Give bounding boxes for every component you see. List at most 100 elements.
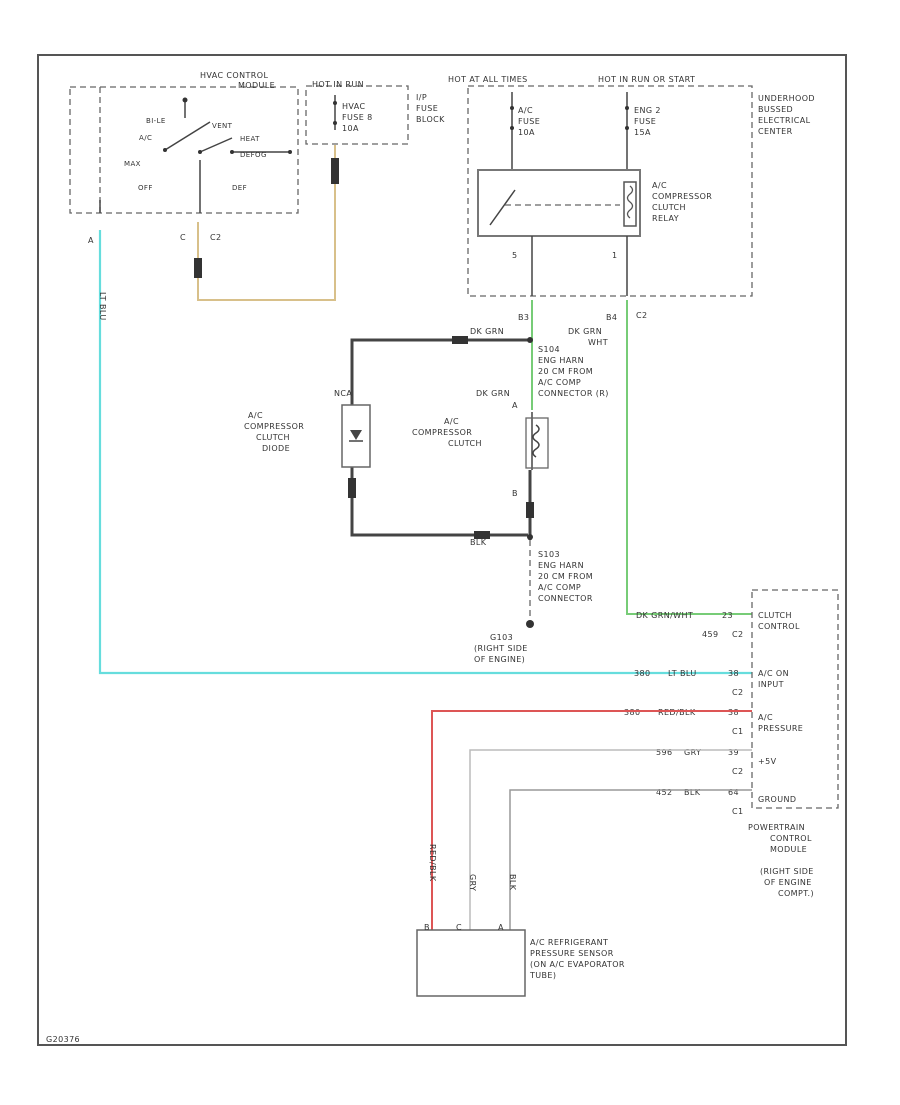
- s104-label-1: S104: [538, 345, 560, 354]
- pcm-row5-circuit: BLK: [684, 788, 701, 797]
- ip-fuse-label-1: I/P: [416, 93, 427, 102]
- s103-label-3: 20 CM FROM: [538, 572, 593, 581]
- ubec-label-3: ELECTRICAL: [758, 116, 811, 125]
- fuse-node: [625, 106, 629, 110]
- mode-defog: DEFOG: [240, 151, 267, 159]
- pcm-row1-label-2: CONTROL: [758, 622, 800, 631]
- wire-lt-blu-label: LT BLU: [98, 292, 107, 321]
- fuse-node: [510, 106, 514, 110]
- s103-label-4: A/C COMP: [538, 583, 581, 592]
- fuse8-label-3: 10A: [342, 124, 359, 133]
- hvac-control-module: HVAC CONTROL MODULE BI-LE A/C MAX OFF VE…: [69, 71, 299, 245]
- ubec-label-1: UNDERHOOD: [758, 94, 815, 103]
- wire-dk-grn-wht-2: WHT: [588, 338, 608, 347]
- pcm-row3-circuit: RED/BLK: [658, 708, 696, 717]
- ubec-label-4: CENTER: [758, 127, 793, 136]
- ground-label-3: OF ENGINE): [474, 655, 525, 664]
- fuse-block-hot: HOT IN RUN: [312, 80, 364, 89]
- pcm-row1-wire: 459: [702, 630, 718, 639]
- pcm-row3-label-2: PRESSURE: [758, 724, 803, 733]
- compressor-circuit: DK GRN DK GRN WHT S104 ENG HARN 20 CM FR…: [244, 327, 609, 664]
- wire-dk-grn-mid: DK GRN: [476, 389, 510, 398]
- wire-tag: [348, 478, 356, 498]
- clutch-label-3: CLUTCH: [448, 439, 482, 448]
- sensor-pin-c: C: [456, 923, 462, 932]
- sensor-label-3: (ON A/C EVAPORATOR: [530, 960, 625, 969]
- pcm-row2-num: 380: [634, 669, 650, 678]
- ground-g103: [526, 620, 534, 628]
- clutch-pin-b: B: [512, 489, 518, 498]
- switch-blade-2: [199, 137, 233, 153]
- ground-label-1: G103: [490, 633, 513, 642]
- sensor-label-2: PRESSURE SENSOR: [530, 949, 614, 958]
- pcm-label-5: OF ENGINE: [764, 878, 812, 887]
- mode-def: DEF: [232, 184, 247, 192]
- s103-label-2: ENG HARN: [538, 561, 584, 570]
- pcm-label-1: POWERTRAIN: [748, 823, 805, 832]
- pcm-row4-pin: 39: [728, 748, 739, 757]
- pcm-label-6: COMPT.): [778, 889, 814, 898]
- fuse1-label-2: FUSE: [518, 117, 540, 126]
- relay-label-4: RELAY: [652, 214, 679, 223]
- ubec-outline: [467, 85, 753, 297]
- pcm-row2-label-1: A/C ON: [758, 669, 789, 678]
- fuse-node: [625, 126, 629, 130]
- clutch-pin-a: A: [512, 401, 518, 410]
- relay-body: [477, 169, 641, 237]
- sensor-body: [416, 929, 526, 997]
- wire-red-blk: [431, 710, 752, 930]
- sensor-wire-blk: BLK: [508, 874, 517, 891]
- pcm-label-3: MODULE: [770, 845, 807, 854]
- relay-coil-winding: [626, 185, 634, 219]
- s103-label-1: S103: [538, 550, 560, 559]
- mode-ac: A/C: [139, 134, 152, 142]
- fuse1-label-3: 10A: [518, 128, 535, 137]
- fuse-node: [510, 126, 514, 130]
- wire-dk-grn-top: DK GRN: [470, 327, 504, 336]
- splice-s104: [527, 337, 533, 343]
- pcm-row3-num: 380: [624, 708, 640, 717]
- switch-node: [182, 97, 188, 103]
- pcm-row2-label-2: INPUT: [758, 680, 784, 689]
- relay-pin-5: 5: [512, 251, 518, 260]
- mode-max: MAX: [124, 160, 141, 168]
- relay-label-2: COMPRESSOR: [652, 192, 712, 201]
- mode-bilevel: BI-LE: [146, 117, 166, 125]
- switch-blade: [164, 121, 211, 151]
- hvac-conn-c2: C2: [210, 233, 221, 242]
- wire-blk-label: BLK: [470, 538, 487, 547]
- ubec-conn-b3: B3: [518, 313, 529, 322]
- pcm-row5-num: 452: [656, 788, 672, 797]
- ip-fuse-block: HOT IN RUN HVAC FUSE 8 10A I/P FUSE BLOC…: [305, 80, 445, 145]
- mode-vent: VENT: [212, 122, 233, 130]
- wire-tag: [331, 158, 339, 184]
- wire-tag: [526, 502, 534, 518]
- relay-label-1: A/C: [652, 181, 667, 190]
- fuse1-label-1: A/C: [518, 106, 533, 115]
- pcm-outline: [751, 589, 839, 809]
- pcm-row3-conn: C1: [732, 727, 743, 736]
- pcm-row4-num: 596: [656, 748, 672, 757]
- mode-heat: HEAT: [240, 135, 260, 143]
- pcm-row4-label-1: +5V: [758, 757, 777, 766]
- s104-label-5: CONNECTOR (R): [538, 389, 609, 398]
- relay-coil: [623, 181, 637, 227]
- underhood-electrical-center: HOT AT ALL TIMES HOT IN RUN OR START UND…: [448, 75, 815, 322]
- s104-label-4: A/C COMP: [538, 378, 581, 387]
- hvac-title-1: HVAC CONTROL: [200, 71, 268, 80]
- diode-symbol: [350, 430, 362, 440]
- s103-label-5: CONNECTOR: [538, 594, 593, 603]
- pcm-label-4: (RIGHT SIDE: [760, 867, 814, 876]
- ubec-conn-b4: B4: [606, 313, 617, 322]
- switch-contact: [163, 148, 167, 152]
- fuse8-label-1: HVAC: [342, 102, 366, 111]
- pcm-row3-pin: 38: [728, 708, 739, 717]
- fuse-node: [333, 121, 337, 125]
- switch-contact: [288, 150, 292, 154]
- wire-lt-blu: [98, 230, 752, 675]
- powertrain-control-module: DK GRN/WHT 23 459 C2 CLUTCH CONTROL 380 …: [624, 589, 839, 898]
- sensor-label-4: TUBE): [529, 971, 556, 980]
- diode-label-4: DIODE: [262, 444, 290, 453]
- pcm-row1-label-1: CLUTCH: [758, 611, 792, 620]
